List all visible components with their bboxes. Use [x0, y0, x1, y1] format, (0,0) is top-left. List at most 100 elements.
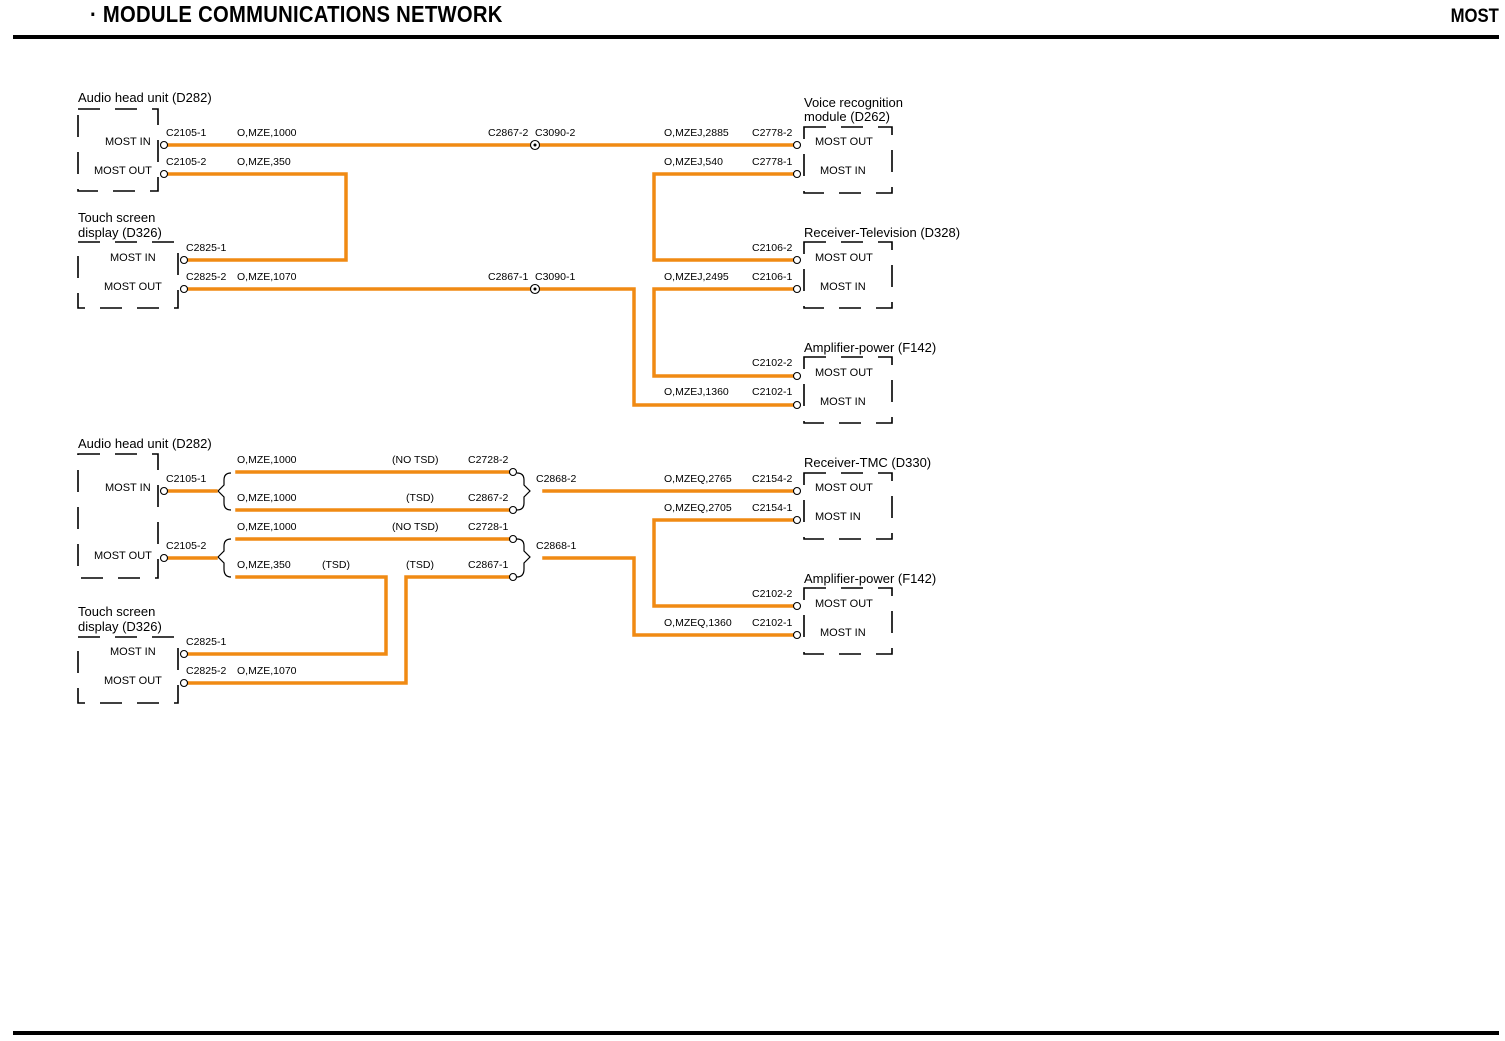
label-r-wire-3: O,MZEJ,2495: [664, 271, 729, 283]
title-text: MODULE COMMUNICATIONS NETWORK: [102, 1, 503, 27]
inline-connector-c2867-1: [529, 283, 541, 295]
pin-most-in: MOST IN: [110, 646, 156, 658]
wire-mzej-1360: [538, 287, 799, 407]
page-title: · MODULE COMMUNICATIONS NETWORK: [90, 1, 503, 28]
label-w3-conn: C2728-1: [468, 521, 508, 533]
label-w2-tag: (TSD): [406, 492, 434, 504]
label-c2154-1: C2154-1: [752, 502, 792, 514]
pin-most-out: MOST OUT: [815, 482, 873, 494]
wire-mzej-2495: [652, 287, 799, 378]
wire-mze-1070-tsd: [182, 575, 510, 685]
box-amplifier-power-2: [803, 587, 893, 655]
connector-c2154-1: [792, 515, 802, 525]
connector-c2105-2: [159, 169, 169, 179]
box-touch-screen-1: [77, 241, 179, 309]
connector-c2105-2-b: [159, 553, 169, 563]
pin-most-out: MOST OUT: [815, 136, 873, 148]
connector-c2778-1: [792, 169, 802, 179]
label-c2105-1-b: C2105-1: [166, 473, 206, 485]
module-receiver-tmc: Receiver-TMC (D330): [804, 455, 931, 470]
title-bullet: ·: [90, 1, 98, 27]
label-c2825-2-b: C2825-2: [186, 665, 226, 677]
label-c2825-1: C2825-1: [186, 242, 226, 254]
label-c2102-2-b: C2102-2: [752, 588, 792, 600]
bracket-right-top: [516, 472, 531, 511]
label-c2105-2: C2105-2: [166, 156, 206, 168]
pin-most-in: MOST IN: [820, 165, 866, 177]
pin-most-out: MOST OUT: [815, 598, 873, 610]
label-wire-low: O,MZE,1070: [237, 271, 297, 283]
label-w3-tag: (NO TSD): [392, 521, 438, 533]
connector-c2102-2-b: [792, 601, 802, 611]
connector-c2102-2: [792, 371, 802, 381]
pin-most-in: MOST IN: [820, 627, 866, 639]
label-wire-top: O,MZE,1000: [237, 127, 297, 139]
label-c2778-2: C2778-2: [752, 127, 792, 139]
label-c2105-2-b: C2105-2: [166, 540, 206, 552]
module-audio-head-unit-2: Audio head unit (D282): [78, 436, 212, 451]
module-amplifier-power-2: Amplifier-power (F142): [804, 571, 936, 586]
label-c2102-2: C2102-2: [752, 357, 792, 369]
label-c2105-1: C2105-1: [166, 127, 206, 139]
connector-c2867-2-b: [508, 505, 518, 515]
pin-most-in: MOST IN: [110, 252, 156, 264]
bracket-right-bottom: [516, 538, 531, 578]
label-c2867-2: C2867-2: [488, 127, 528, 139]
module-touch-screen-2-line1: Touch screen: [78, 604, 155, 619]
connector-c2102-1-b: [792, 630, 802, 640]
pin-most-out: MOST OUT: [815, 367, 873, 379]
pin-most-in: MOST IN: [105, 482, 151, 494]
pin-most-in: MOST IN: [820, 396, 866, 408]
label-w1-tag: (NO TSD): [392, 454, 438, 466]
label-c2102-1: C2102-1: [752, 386, 792, 398]
label-r-wire-2-b: O,MZEQ,2705: [664, 502, 732, 514]
bracket-left-bottom: [217, 538, 232, 578]
label-w1-conn: C2728-2: [468, 454, 508, 466]
header-rule: [13, 35, 1499, 39]
module-audio-head-unit-1: Audio head unit (D282): [78, 90, 212, 105]
inline-connector-c2867-2: [529, 139, 541, 151]
label-w2: O,MZE,1000: [237, 492, 297, 504]
wire-mzeq-2705: [652, 518, 799, 608]
label-c2154-2: C2154-2: [752, 473, 792, 485]
pin-most-in: MOST IN: [105, 136, 151, 148]
bracket-left-top: [217, 472, 232, 511]
connector-c2106-1: [792, 284, 802, 294]
label-c2106-1: C2106-1: [752, 271, 792, 283]
label-w5: O,MZE,1070: [237, 665, 297, 677]
wire-mzej-540: [652, 172, 799, 262]
section-label: MOST: [1450, 6, 1499, 27]
connector-c2105-1: [159, 140, 169, 150]
pin-most-out: MOST OUT: [104, 675, 162, 687]
connector-c2867-1-b: [508, 572, 518, 582]
connector-c2728-1: [508, 534, 518, 544]
pin-most-out: MOST OUT: [815, 252, 873, 264]
label-w4-conn: C2867-1: [468, 559, 508, 571]
connector-c2778-2: [792, 140, 802, 150]
pin-most-out: MOST OUT: [94, 550, 152, 562]
pin-most-out: MOST OUT: [104, 281, 162, 293]
box-receiver-television: [803, 241, 893, 309]
label-w4: O,MZE,350: [237, 559, 291, 571]
connector-c2106-2: [792, 255, 802, 265]
connector-c2105-1-b: [159, 486, 169, 496]
label-r-wire-3-b: O,MZEQ,1360: [664, 617, 732, 629]
box-receiver-tmc: [803, 472, 893, 540]
module-touch-screen-1-line1: Touch screen: [78, 210, 155, 225]
label-w4-tag-a: (TSD): [322, 559, 350, 571]
module-voice-recognition-line1: Voice recognition: [804, 95, 903, 110]
box-audio-head-unit-2: [77, 453, 159, 579]
wire-mze-350: [162, 172, 348, 262]
footer-rule: [13, 1031, 1499, 1035]
module-touch-screen-2-line2: display (D326): [78, 619, 162, 634]
module-touch-screen-1-line2: display (D326): [78, 225, 162, 240]
label-wire-mid: O,MZE,350: [237, 156, 291, 168]
label-r-wire-1-b: O,MZEQ,2765: [664, 473, 732, 485]
connector-c2825-1-b: [179, 649, 189, 659]
wire-mze-350-tsd: [182, 575, 388, 656]
diagram-1: Audio head unit (D282) Touch screen disp…: [77, 90, 960, 424]
label-r-wire-2: O,MZEJ,540: [664, 156, 723, 168]
label-c2868-2: C2868-2: [536, 473, 576, 485]
diagram-2: Audio head unit (D282) Touch screen disp…: [77, 436, 936, 704]
